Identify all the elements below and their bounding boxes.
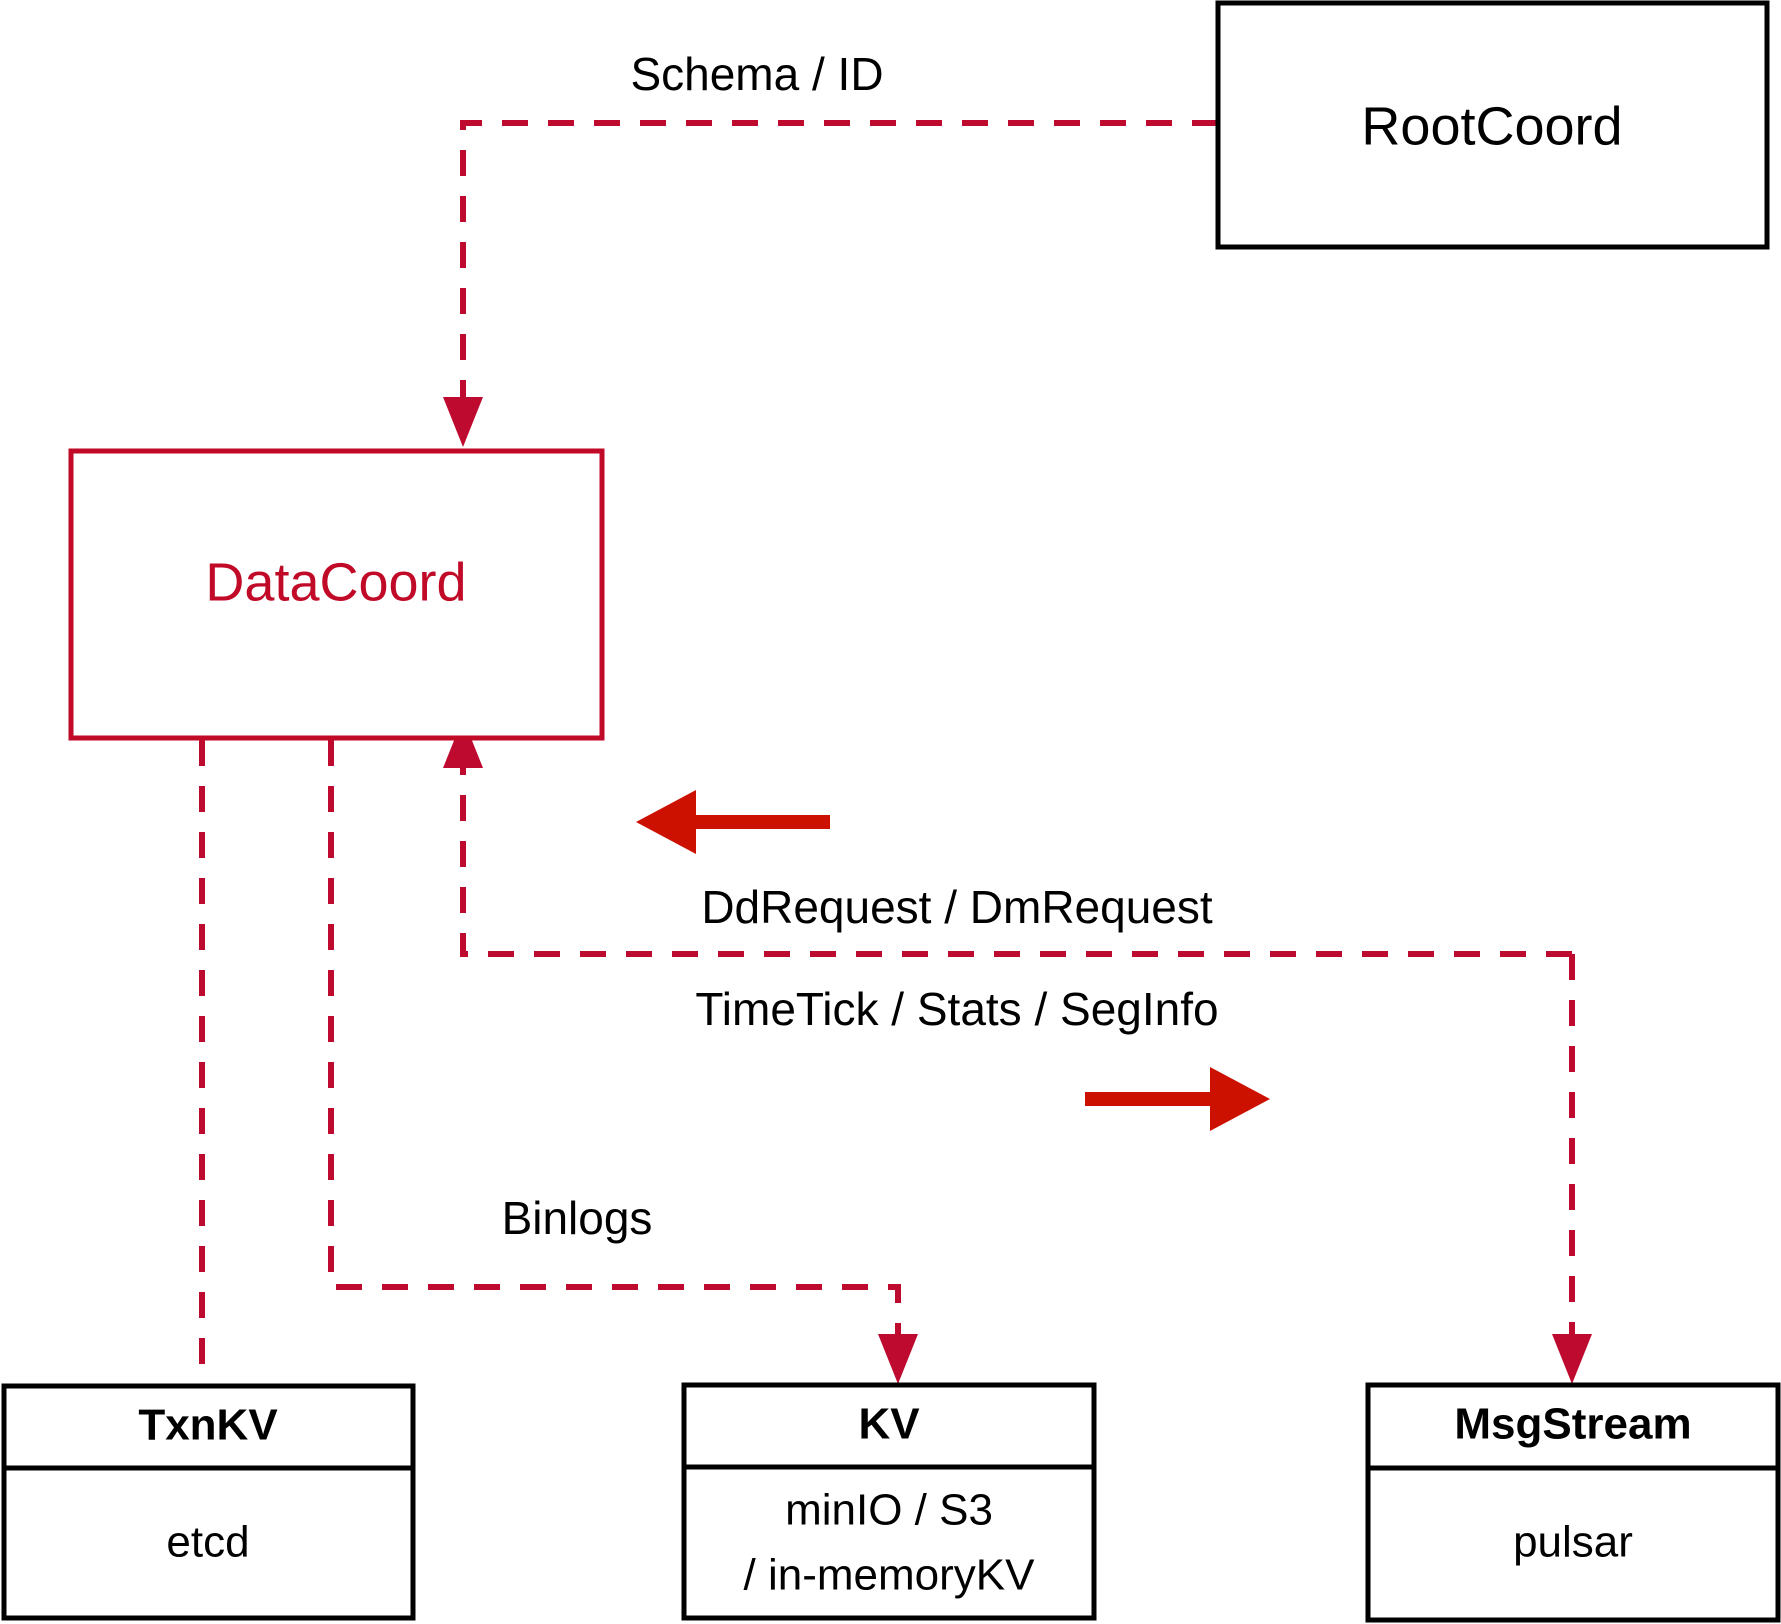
- legend-arrow-incoming: [636, 790, 830, 854]
- node-txn-kv[interactable]: TxnKV etcd: [1, 1383, 416, 1621]
- edge-timetick-arrowhead: [1552, 1334, 1592, 1384]
- edge-dd-dm-request-arrowhead: [443, 718, 483, 768]
- node-root-coord[interactable]: RootCoord: [1215, 0, 1770, 250]
- node-kv-detail-line2: / in-memoryKV: [744, 1551, 1036, 1600]
- edge-schema-id: [443, 120, 1218, 447]
- node-txn-kv-detail: etcd: [166, 1518, 249, 1567]
- node-msg-stream[interactable]: MsgStream pulsar: [1365, 1382, 1781, 1623]
- node-txn-kv-title: TxnKV: [138, 1401, 278, 1450]
- node-msg-stream-detail: pulsar: [1513, 1518, 1633, 1567]
- edge-binlogs: [328, 740, 918, 1384]
- edge-dd-dm-request: [443, 718, 1572, 957]
- node-kv[interactable]: KV minIO / S3 / in-memoryKV: [681, 1382, 1097, 1621]
- edge-label-timetick-stats-seginfo: TimeTick / Stats / SegInfo: [695, 983, 1218, 1035]
- edge-label-dd-dm-request: DdRequest / DmRequest: [701, 881, 1213, 933]
- node-data-coord[interactable]: DataCoord: [68, 448, 605, 741]
- edge-timetick-stats-seginfo: [1552, 954, 1592, 1384]
- node-kv-title: KV: [858, 1400, 920, 1449]
- node-data-coord-label: DataCoord: [205, 552, 466, 612]
- edge-schema-id-arrowhead: [443, 397, 483, 447]
- node-kv-detail-line1: minIO / S3: [785, 1486, 993, 1535]
- legend-arrow-outgoing: [1085, 1067, 1270, 1131]
- node-root-coord-label: RootCoord: [1361, 96, 1622, 156]
- edge-label-schema-id: Schema / ID: [630, 48, 883, 100]
- node-msg-stream-title: MsgStream: [1454, 1400, 1691, 1449]
- edge-binlogs-arrowhead: [878, 1334, 918, 1384]
- edge-label-binlogs: Binlogs: [502, 1192, 653, 1244]
